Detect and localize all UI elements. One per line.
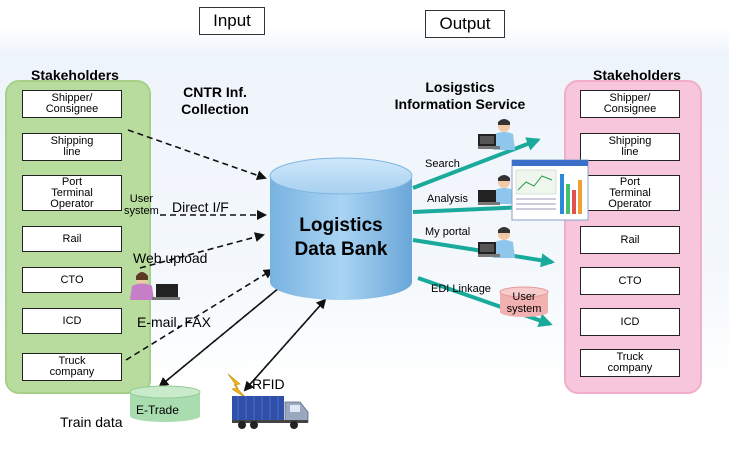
truck-icon (232, 396, 309, 429)
collection-label: CNTR Inf. Collection (181, 84, 249, 117)
user-system-output-label: User system (506, 291, 542, 315)
rfid-label: RFID (252, 376, 285, 392)
person-laptop-icon (478, 175, 515, 205)
output-header: Output (425, 10, 505, 38)
direct-if-label: Direct I/F (172, 199, 229, 215)
left-item-cto: CTO (22, 267, 122, 293)
right-item-truck: Truck company (580, 349, 680, 377)
right-item-cto: CTO (580, 267, 680, 295)
input-arrows (125, 129, 327, 392)
left-item-icd: ICD (22, 308, 122, 334)
right-item-shipper: Shipper/ Consignee (580, 90, 680, 118)
left-item-rail: Rail (22, 226, 122, 252)
person-laptop-icon (478, 119, 515, 150)
person-laptop-icon (478, 227, 515, 258)
etrade-label: E-Trade (136, 403, 179, 417)
analysis-label: Analysis (427, 193, 468, 205)
left-item-shipper: Shipper/ Consignee (22, 90, 122, 118)
arrow-rfid-back (243, 299, 326, 392)
search-label: Search (425, 158, 460, 170)
databank-label: Logistics Data Bank (294, 215, 388, 260)
left-item-truck: Truck company (22, 353, 122, 381)
train-data-label: Train data (60, 414, 123, 430)
left-item-shipping-line: Shipping line (22, 133, 122, 161)
right-item-icd: ICD (580, 308, 680, 336)
user-system-input-label: User system (124, 193, 159, 217)
chart-screen-icon (511, 159, 589, 221)
right-item-rail: Rail (580, 226, 680, 254)
etrade-cylinder (129, 385, 201, 422)
user-system-cylinder (499, 286, 549, 317)
my-portal-label: My portal (425, 226, 471, 238)
arrow-search (412, 137, 541, 190)
service-label: Losigstics Information Service (394, 79, 526, 112)
right-item-shipping-line: Shipping line (580, 133, 680, 161)
left-stakeholders-title: Stakeholders (31, 67, 119, 83)
right-stakeholders-title: Stakeholders (593, 67, 681, 83)
web-upload-label: Web upload (133, 250, 208, 266)
right-item-port-terminal: Port Terminal Operator (580, 175, 680, 211)
database-icon (269, 157, 413, 300)
arrow-etrade-back (158, 282, 286, 388)
arrow-email-fax (125, 268, 274, 361)
email-fax-label: E-mail, FAX (137, 314, 211, 330)
edi-linkage-label: EDI Linkage (431, 283, 491, 295)
person-laptop-icon (130, 272, 180, 300)
left-item-port-terminal: Port Terminal Operator (22, 175, 122, 211)
arrow-web-upload (139, 232, 265, 269)
lightning-icon (227, 373, 247, 399)
input-header: Input (199, 7, 265, 35)
arrow-shipper-to-databank (127, 129, 267, 181)
